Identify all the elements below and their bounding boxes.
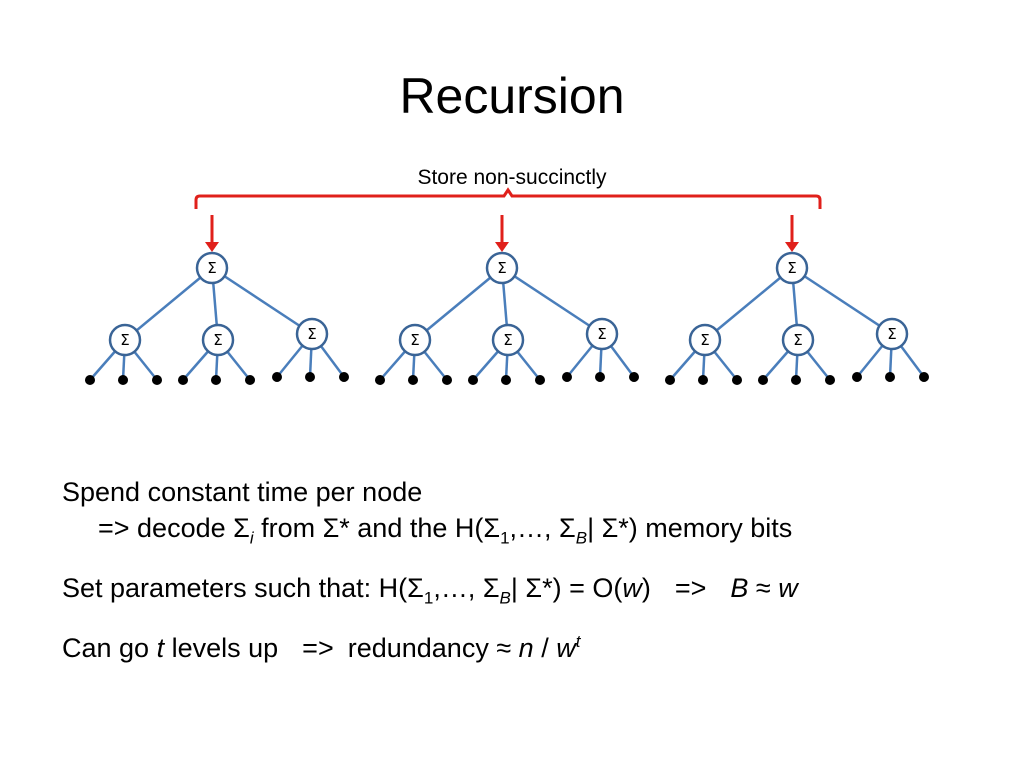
slide-title: Recursion [399,68,625,124]
tree-edge [414,267,503,341]
text-run: redundancy ≈ [347,633,519,663]
leaf-dot [468,375,478,385]
implies-arrow: => [302,633,334,663]
root-node-label: Σ [497,259,506,277]
recursion-diagram: Store non-succinctly Σ Σ Σ Σ Σ Σ Σ Σ Σ Σ Σ Σ [0,150,1024,410]
child-node [688,323,722,357]
tree-edge [501,266,603,336]
math-w: w [556,633,576,663]
store-brace [194,187,822,209]
text-run: / [533,633,557,663]
root-node-label: Σ [207,259,216,277]
leaf-dot [339,372,349,382]
tree-edge [124,267,213,341]
math-w: w [778,573,798,603]
leaf-dot [665,375,675,385]
leaf-dot [152,375,162,385]
child-node-label: Σ [120,331,129,349]
child-node-label: Σ [307,325,316,343]
subscript-i: i [249,528,254,548]
leaf-dot [85,375,95,385]
leaf-dot [629,372,639,382]
child-node [491,323,525,357]
arrow-head [495,242,509,252]
leaf-dot [791,375,801,385]
bullet-2: Set parameters such that: H(Σ1,…, ΣB| Σ*… [62,570,1002,606]
bullet-1-detail: => decode Σi from Σ* and the H(Σ1,…, ΣB|… [62,510,1002,546]
leaf-dot [758,375,768,385]
text-run: from Σ* and the H(Σ [253,513,501,543]
leaf-dot [178,375,188,385]
text-run: ,…, Σ [509,513,576,543]
child-node-label: Σ [410,331,419,349]
child-node [398,323,432,357]
bullet-1-text: Spend constant time per node [62,477,423,507]
child-node-label: Σ [700,331,709,349]
child-node-label: Σ [213,331,222,349]
math-B: B [730,573,749,603]
leaf-dot [501,375,511,385]
child-node [108,323,142,357]
child-node [201,323,235,357]
child-node-label: Σ [597,325,606,343]
text-run: ) [641,573,651,603]
arrow-head [205,242,219,252]
subscript-1: 1 [500,528,510,548]
implies-arrow: => [674,573,707,603]
math-w: w [622,573,642,603]
leaf-dot [919,372,929,382]
leaf-dot [595,372,605,382]
tree-edge [211,266,313,336]
root-node [195,251,229,285]
leaf-dot [442,375,452,385]
superscript-t: t [575,632,581,651]
subscript-1: 1 [423,588,434,608]
store-brace-label: Store non-succinctly [417,166,607,189]
text-run: ,…, Σ [433,573,500,603]
leaf-dot [245,375,255,385]
tree-canvas: Store non-succinctly Σ Σ Σ Σ Σ Σ Σ Σ Σ Σ Σ Σ [85,166,929,385]
text-run: Can go [62,633,157,663]
math-n: n [518,633,534,663]
leaf-dot [272,372,282,382]
leaf-dot [885,372,895,382]
child-node [875,317,909,351]
text-run: | Σ*) memory bits [587,513,793,543]
leaf-dot [535,375,545,385]
bullet-1: Spend constant time per node [62,474,1002,510]
leaf-dot [211,375,221,385]
subscript-B: B [499,588,511,608]
child-node-label: Σ [503,331,512,349]
math-t: t [156,633,165,663]
bullet-3: Can go t levels up=>redundancy ≈ n / wt [62,630,1002,666]
leaf-dot [825,375,835,385]
slide-body: Spend constant time per node => decode Σ… [62,474,1002,666]
text-run: | Σ*) = O( [510,573,623,603]
text-run: Set parameters such that: H(Σ [62,573,424,603]
child-node [585,317,619,351]
child-node [295,317,329,351]
child-node-label: Σ [887,325,896,343]
text-run: levels up [164,633,279,663]
leaf-dot [732,375,742,385]
root-node [775,251,809,285]
leaf-dot [375,375,385,385]
leaf-dot [118,375,128,385]
leaf-dot [698,375,708,385]
text-run: => decode Σ [98,513,250,543]
leaf-dot [852,372,862,382]
text-run: ≈ [748,573,779,603]
tree-edge [704,267,793,341]
child-node-label: Σ [793,331,802,349]
leaf-dot [305,372,315,382]
subscript-B: B [575,528,588,548]
tree-edge [791,266,893,336]
root-node-label: Σ [787,259,796,277]
root-node [485,251,519,285]
arrow-head [785,242,799,252]
leaf-dot [408,375,418,385]
leaf-dot [562,372,572,382]
child-node [781,323,815,357]
